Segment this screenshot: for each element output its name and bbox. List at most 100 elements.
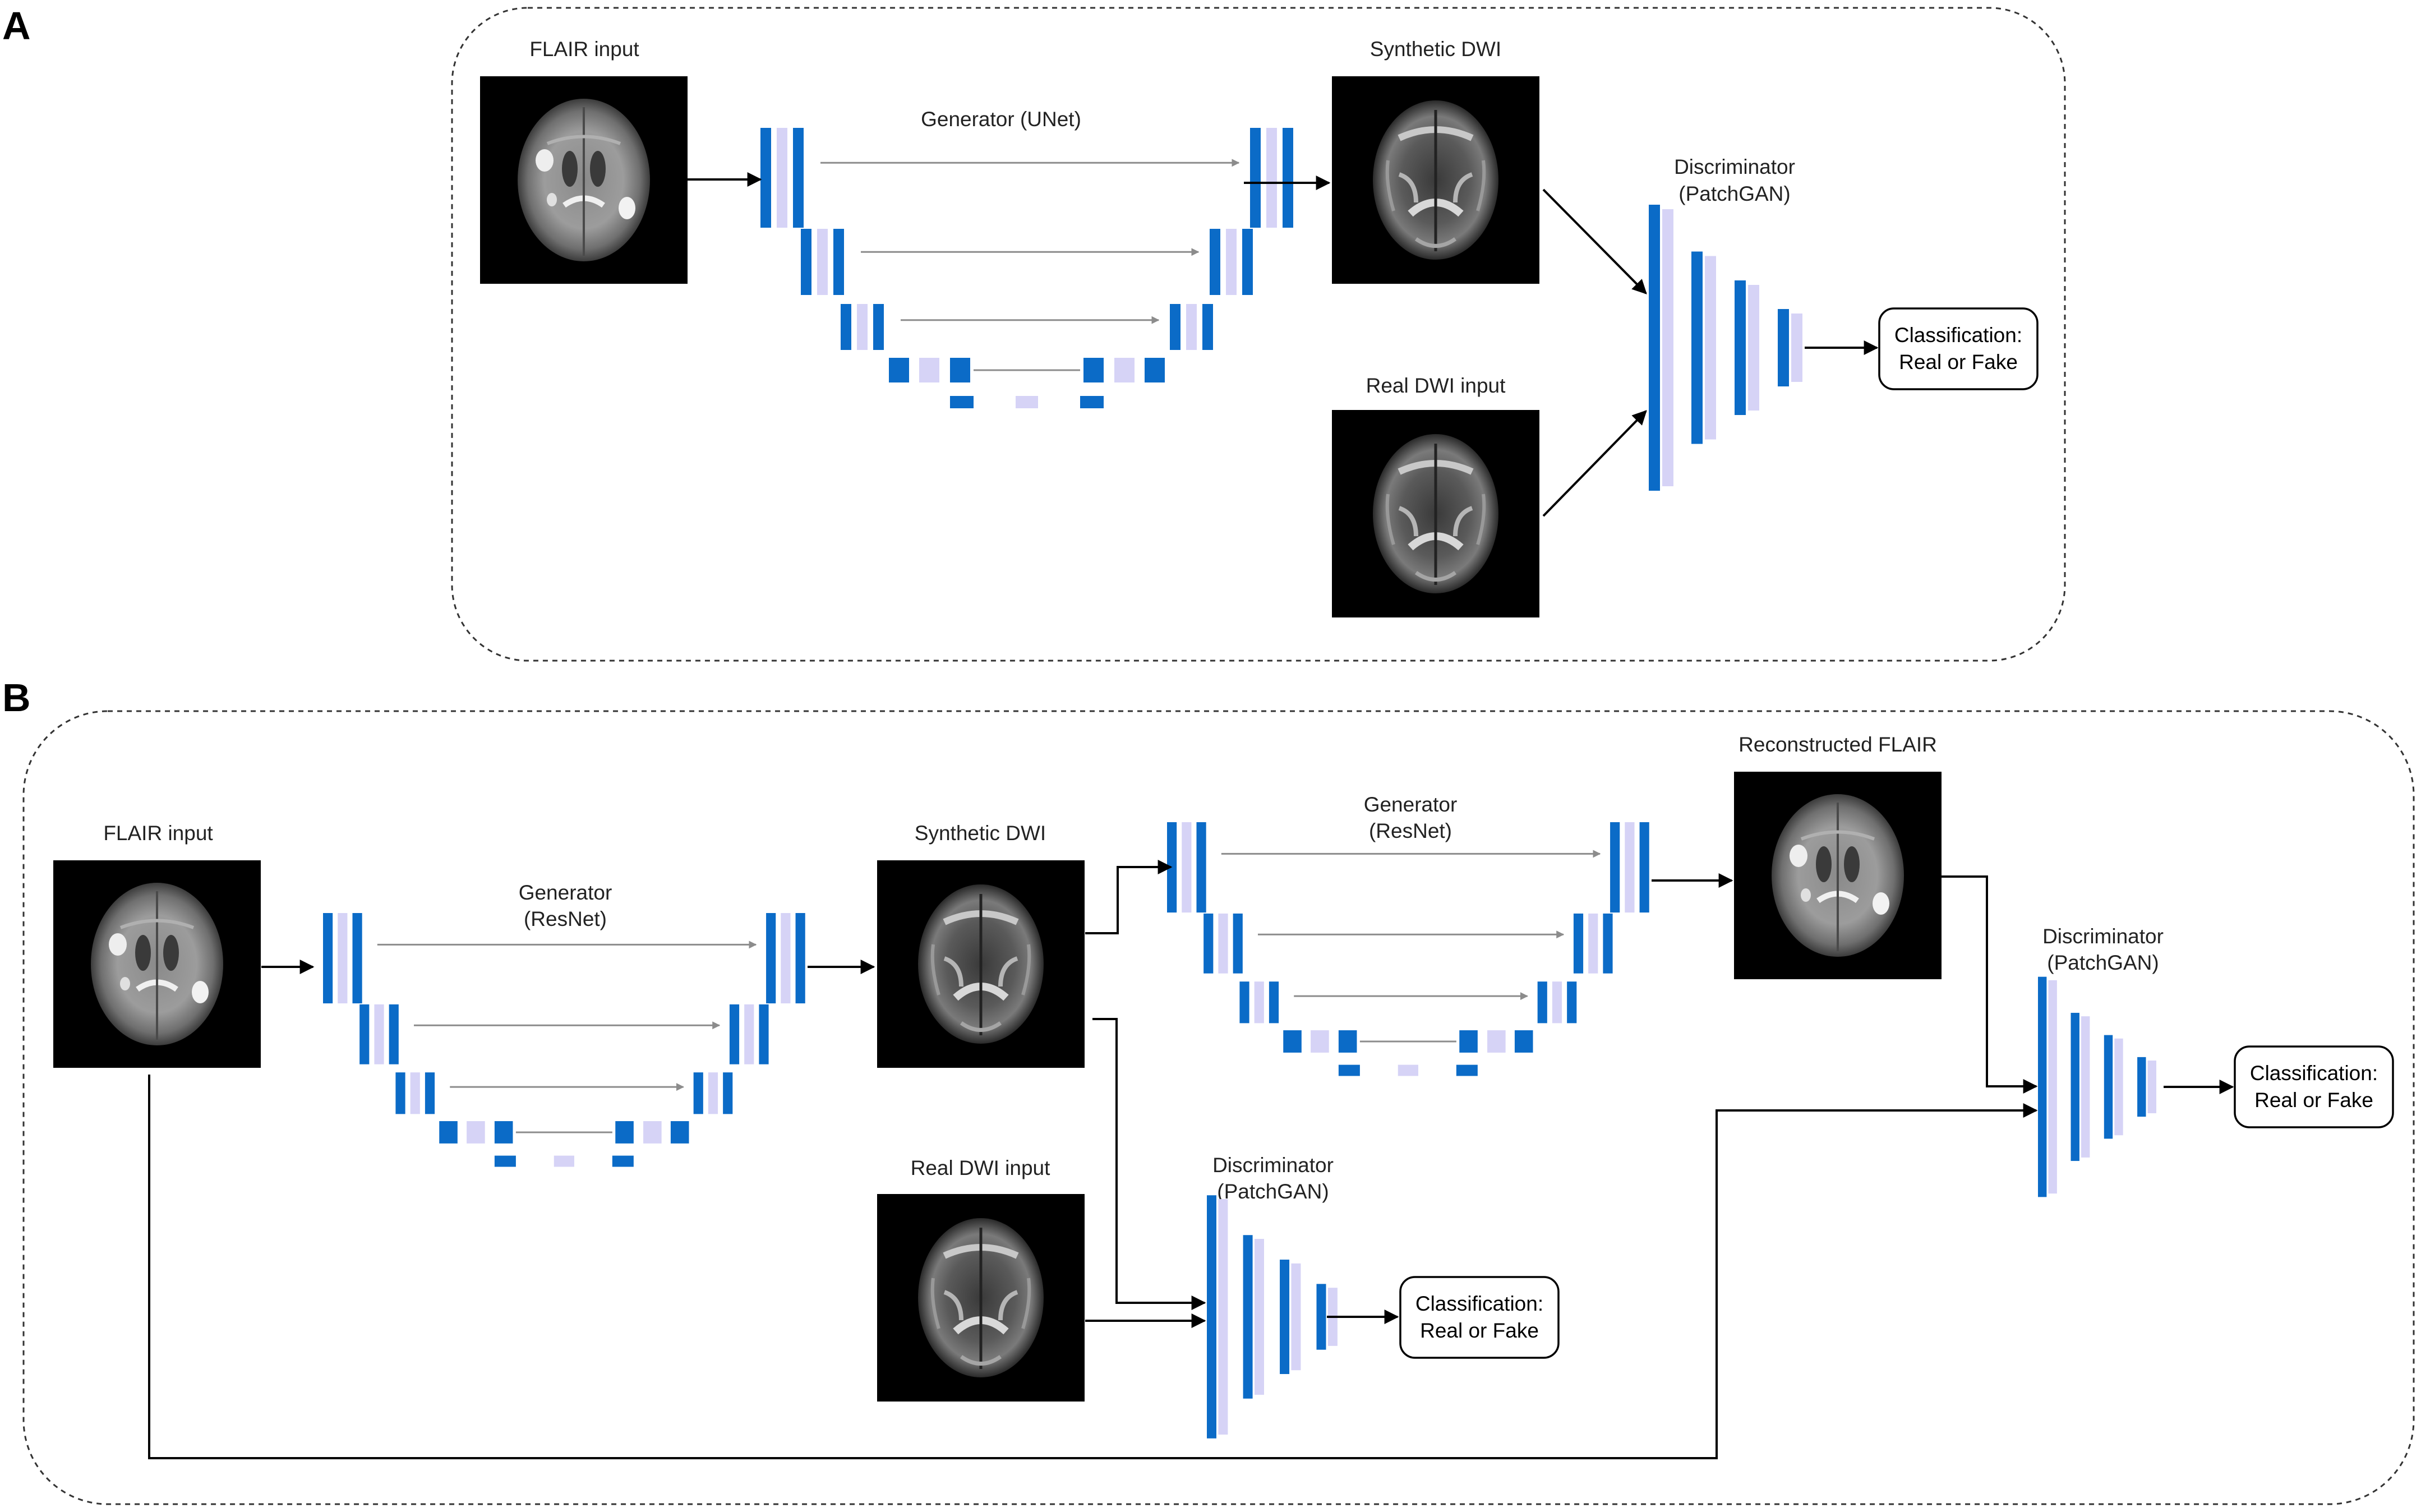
discriminator-layer [1218, 1199, 1228, 1435]
decoder-block-bar [1250, 128, 1261, 228]
generator2-label-line1: Generator [1364, 793, 1458, 816]
real-dwi-label-b: Real DWI input [911, 1156, 1051, 1179]
bottleneck-block [1311, 1030, 1329, 1053]
decoder-block-bar [1567, 981, 1577, 1024]
flair-input-label-a: FLAIR input [529, 38, 639, 61]
encoder-block-bar [338, 913, 348, 1004]
arrow-synthetic-to-discriminator-a [1542, 188, 1647, 294]
discriminator-layer [2048, 980, 2057, 1194]
bottom-block [494, 1155, 516, 1167]
discriminator-layer [1316, 1284, 1326, 1350]
panel-b-frame [22, 710, 2415, 1505]
panel-a-letter: A [2, 4, 31, 48]
encoder-block-bar [1218, 913, 1228, 974]
decoder-block-bar [723, 1072, 733, 1114]
synthetic-dwi-label-a: Synthetic DWI [1370, 38, 1501, 61]
generator-unet [760, 128, 1293, 408]
bottleneck-block [1487, 1030, 1506, 1053]
decoder-block-bar [1603, 913, 1613, 974]
discriminator-layer [1255, 1239, 1264, 1395]
reconstructed-flair-label: Reconstructed FLAIR [1738, 733, 1937, 756]
bottom-block [1398, 1064, 1418, 1076]
flair-input-image-b [53, 860, 261, 1068]
decoder-block-bar [1283, 128, 1293, 228]
discriminator-layer [1291, 1263, 1301, 1371]
discriminator2-label-line1: Discriminator [2042, 925, 2164, 948]
discriminator-layer [2137, 1057, 2146, 1117]
discriminator-layer [2147, 1061, 2156, 1113]
encoder-block-bar [1182, 822, 1192, 913]
decoder-block-bar [781, 913, 791, 1004]
arrow-synthetic-to-discriminator1-b [1092, 1018, 1206, 1310]
arrow-reconstructed-to-discriminator2-b [1940, 875, 2038, 1094]
classification-a-line1: Classification: [1894, 324, 2022, 347]
classification-b1-line1: Classification: [1415, 1292, 1543, 1315]
bottleneck-block [889, 358, 909, 382]
classification-b1-line2: Real or Fake [1420, 1319, 1539, 1342]
encoder-block-bar [323, 913, 333, 1004]
encoder-block-bar [817, 229, 828, 295]
discriminator-layer [1705, 256, 1716, 440]
encoder-block-bar [410, 1072, 420, 1114]
discriminator-layer [1735, 280, 1746, 415]
encoder-block-bar [793, 128, 804, 228]
arrow-synthetic-to-generator2-b [1085, 860, 1173, 934]
generator2-label-line2: (ResNet) [1369, 819, 1452, 842]
discriminator-layer [2038, 976, 2047, 1197]
discriminator-layer [2114, 1038, 2123, 1136]
encoder-block-bar [374, 1004, 384, 1064]
discriminator-patchgan-a [1649, 205, 1802, 491]
bottom-block [1080, 396, 1104, 408]
decoder-block-bar [1242, 229, 1253, 295]
classification-b2-line1: Classification: [2250, 1062, 2378, 1085]
panel-a-frame [451, 7, 2066, 662]
decoder-block-bar [693, 1072, 703, 1114]
bottleneck-block [950, 358, 970, 382]
encoder-block-bar [801, 229, 811, 295]
decoder-block-bar [1537, 981, 1547, 1024]
bottleneck-block [467, 1121, 485, 1144]
decoder-block-bar [744, 1004, 754, 1064]
discriminator-label-a-line2: (PatchGAN) [1678, 182, 1790, 205]
bottleneck-block [1459, 1030, 1478, 1053]
real-dwi-image-a [1332, 410, 1539, 617]
bottleneck-block [615, 1121, 634, 1144]
encoder-block-bar [389, 1004, 399, 1064]
discriminator-layer [1691, 251, 1703, 444]
encoder-block-bar [359, 1004, 370, 1064]
panel-b: B FLAIR input Generator (ResNet) Synthet… [2, 676, 2415, 1505]
decoder-block-bar [1266, 128, 1277, 228]
bottleneck-block [439, 1121, 458, 1144]
bottom-block [612, 1155, 634, 1167]
generator1-label-line2: (ResNet) [524, 907, 607, 930]
discriminator-layer [2104, 1035, 2113, 1139]
discriminator-layer [1207, 1195, 1216, 1439]
discriminator-patchgan-b1 [1207, 1195, 1338, 1439]
panel-a: A FLAIR input Generator (UNet) Synthetic… [2, 4, 2066, 662]
decoder-block-bar [708, 1072, 718, 1114]
encoder-block-bar [857, 304, 868, 350]
encoder-block-bar [873, 304, 884, 350]
decoder-block-bar [1588, 913, 1598, 974]
real-dwi-label-a: Real DWI input [1366, 374, 1506, 397]
discriminator-patchgan-b2 [2038, 976, 2156, 1197]
generator-resnet-1 [323, 913, 805, 1167]
encoder-block-bar [1239, 981, 1249, 1024]
bottleneck-block [494, 1121, 513, 1144]
classification-box-a [1878, 307, 2039, 390]
bottom-block [1456, 1064, 1478, 1076]
generator1-label-line1: Generator [519, 881, 612, 904]
encoder-block-bar [1196, 822, 1206, 913]
decoder-block-bar [1639, 822, 1649, 913]
decoder-block-bar [766, 913, 776, 1004]
discriminator-label-a-line1: Discriminator [1674, 155, 1795, 178]
reconstructed-flair-image [1734, 772, 1942, 979]
synthetic-dwi-label-b: Synthetic DWI [915, 822, 1046, 845]
bottleneck-block [670, 1121, 689, 1144]
decoder-block-bar [1210, 229, 1220, 295]
bottleneck-block [1145, 358, 1165, 382]
bottom-block [1338, 1064, 1360, 1076]
decoder-block-bar [1186, 304, 1197, 350]
classification-box-b2 [2234, 1045, 2394, 1128]
